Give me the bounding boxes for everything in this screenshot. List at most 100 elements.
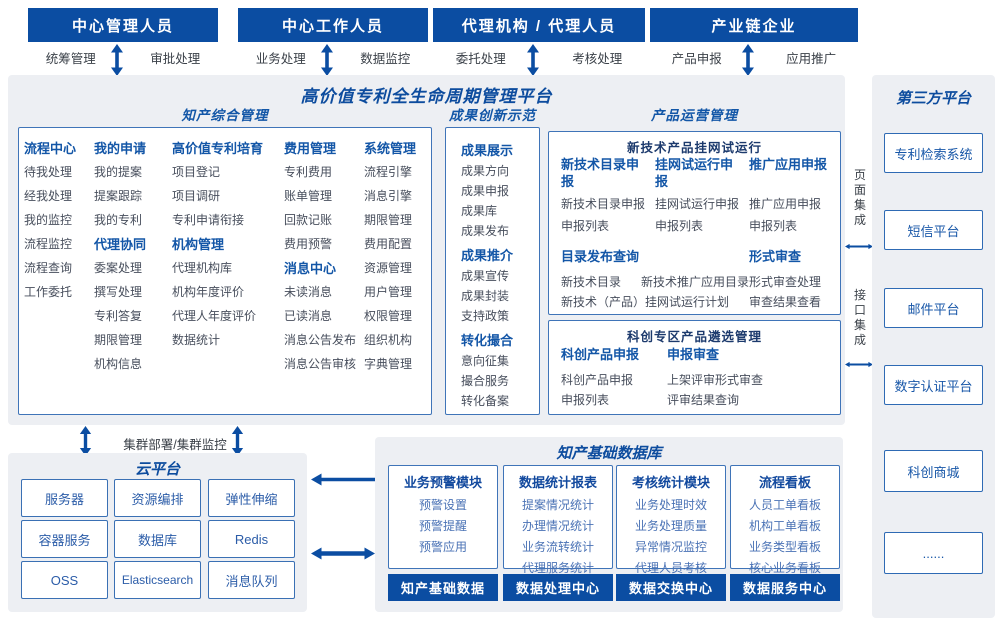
- list-item: 撰写处理: [94, 284, 143, 299]
- list-item: 消息引擎: [364, 188, 413, 203]
- role-duties-1: 统筹管理 审批处理: [28, 44, 218, 76]
- db-module-kanban: 流程看板 人员工单看板机构工单看板业务类型看板核心业务看板: [730, 465, 840, 575]
- cloud-platform-title: 云平台: [134, 461, 180, 478]
- list-item: 委案处理: [94, 260, 143, 275]
- list-item: 已读消息: [284, 308, 333, 323]
- list-item: 我的提案: [94, 164, 143, 179]
- sci-tech-selection-box: 科创专区产品遴选管理 科创产品申报 科创产品申报 申报列表 申报审查 上架评审形…: [548, 320, 841, 415]
- role-box-center-staff: 中心工作人员: [238, 8, 428, 42]
- page-integration-label: 页面集成: [853, 168, 866, 227]
- ip-management-box: [18, 127, 432, 415]
- list-item: 预警应用: [418, 540, 467, 554]
- list-item: 机构信息: [94, 356, 143, 371]
- section-label-ip: 知产综合管理: [181, 108, 269, 123]
- double-arrow-horizontal-icon: [845, 240, 873, 258]
- achievement-box: [445, 127, 540, 415]
- role-duty-label: 审批处理: [150, 52, 201, 66]
- double-arrow-horizontal-icon: [311, 547, 375, 565]
- group-header: 流程看板: [758, 475, 811, 490]
- list-item: 项目登记: [172, 164, 221, 179]
- module-items: 预警设置预警提醒预警应用: [389, 494, 497, 557]
- role-box-agency: 代理机构 / 代理人员: [433, 8, 645, 42]
- group-header: 业务预警模块: [403, 475, 482, 490]
- cloud-cell: 服务器: [21, 479, 108, 517]
- list-item: 费用管理: [284, 140, 337, 156]
- list-item: 提案情况统计: [521, 498, 594, 512]
- double-arrow-vertical-icon: [741, 44, 754, 81]
- group-header: 申报审查: [667, 347, 720, 362]
- list-item: 撮合服务: [461, 373, 510, 388]
- list-item: 专利申请衔接: [172, 212, 245, 227]
- list-item: 我的监控: [24, 212, 73, 227]
- list-item: 数据统计: [172, 332, 221, 347]
- list-item: 字典管理: [364, 356, 413, 371]
- group-header: 科创产品申报: [561, 347, 640, 362]
- list-item: 业务处理时效: [634, 498, 707, 512]
- section-label-achievement: 成果创新示范: [449, 108, 536, 123]
- list-item: 用户管理: [364, 284, 413, 299]
- list-item: 异常情况监控: [634, 540, 707, 554]
- list-item: 人员工单看板: [748, 498, 821, 512]
- list-item: 意向征集: [461, 353, 510, 368]
- list-item: 流程中心: [24, 140, 77, 156]
- cloud-cell: Redis: [208, 520, 295, 558]
- list-item: 申报列表: [749, 219, 798, 233]
- list-item: 账单管理: [284, 188, 333, 203]
- role-duties-2: 业务处理 数据监控: [238, 44, 428, 76]
- list-item: 资源管理: [364, 260, 413, 275]
- role-duties-4: 产品申报 应用推广: [650, 44, 858, 76]
- db-module-warning: 业务预警模块 预警设置预警提醒预警应用: [388, 465, 498, 569]
- list-item: 办理情况统计: [521, 519, 594, 533]
- ip-column-fee: 费用管理专利费用账单管理回款记账费用预警消息中心未读消息已读消息消息公告发布消息…: [284, 135, 364, 375]
- list-item: 流程引擎: [364, 164, 413, 179]
- list-item: 科创产品申报: [561, 373, 634, 387]
- sci-tech-selection-title: 科创专区产品遴选管理: [626, 330, 762, 344]
- list-item: 新技术目录申报: [561, 197, 646, 211]
- list-item: 权限管理: [364, 308, 413, 323]
- list-item: 经我处理: [24, 188, 73, 203]
- list-item: 消息公告发布: [284, 332, 357, 347]
- list-item: 期限管理: [364, 212, 413, 227]
- cloud-cell: 容器服务: [21, 520, 108, 558]
- list-item: 成果方向: [461, 163, 510, 178]
- list-item: 回款记账: [284, 212, 333, 227]
- double-arrow-vertical-icon: [231, 426, 244, 461]
- list-item: 费用配置: [364, 236, 413, 251]
- ip-column-system: 系统管理流程引擎消息引擎期限管理费用配置资源管理用户管理权限管理组织机构字典管理: [364, 135, 426, 375]
- double-arrow-horizontal-icon: [845, 358, 873, 376]
- ip-database-title: 知产基础数据库: [556, 445, 662, 462]
- list-item: 专利费用: [284, 164, 333, 179]
- cloud-cell: 资源编排: [114, 479, 201, 517]
- list-item: 代理服务统计: [521, 561, 594, 575]
- list-item: 核心业务看板: [748, 561, 821, 575]
- ip-database-panel: 知产基础数据库 业务预警模块 预警设置预警提醒预警应用 数据统计报表 提案情况统…: [375, 437, 843, 612]
- group-header: 目录发布查询: [561, 249, 640, 264]
- third-party-title: 第三方平台: [895, 90, 971, 107]
- platform-title: 高价值专利全生命周期管理平台: [300, 87, 553, 106]
- list-item: 上架评审形式审查: [667, 373, 764, 387]
- list-item: 待我处理: [24, 164, 73, 179]
- list-item: 成果发布: [461, 223, 510, 238]
- group-header: 形式审查: [749, 249, 802, 264]
- list-item: 机构年度评价: [172, 284, 245, 299]
- list-item: 挂网试运行申报: [655, 197, 740, 211]
- list-item: 评审结果查询: [667, 393, 740, 407]
- cloud-platform-panel: 云平台 服务器 资源编排 弹性伸缩 容器服务 数据库 Redis OSS Ela…: [8, 453, 307, 612]
- list-item: 成果推介: [461, 247, 514, 263]
- list-item: 新技术推广应用目录: [641, 275, 750, 289]
- left-arrow-icon: [311, 473, 375, 491]
- list-item: 费用预警: [284, 236, 333, 251]
- role-duties-3: 委托处理 考核处理: [433, 44, 645, 76]
- cloud-cell: 数据库: [114, 520, 201, 558]
- role-duty-label: 产品申报: [671, 52, 722, 66]
- list-item: 业务处理质量: [634, 519, 707, 533]
- list-item: 我的专利: [94, 212, 143, 227]
- double-arrow-vertical-icon: [79, 426, 92, 461]
- list-item: 申报列表: [655, 219, 704, 233]
- list-item: 代理机构库: [172, 260, 233, 275]
- group-header: 新技术目录申报: [561, 157, 640, 189]
- list-item: 业务流转统计: [521, 540, 594, 554]
- cloud-cell: 弹性伸缩: [208, 479, 295, 517]
- cloud-cell: OSS: [21, 561, 108, 599]
- db-base-block: 数据处理中心: [503, 574, 613, 601]
